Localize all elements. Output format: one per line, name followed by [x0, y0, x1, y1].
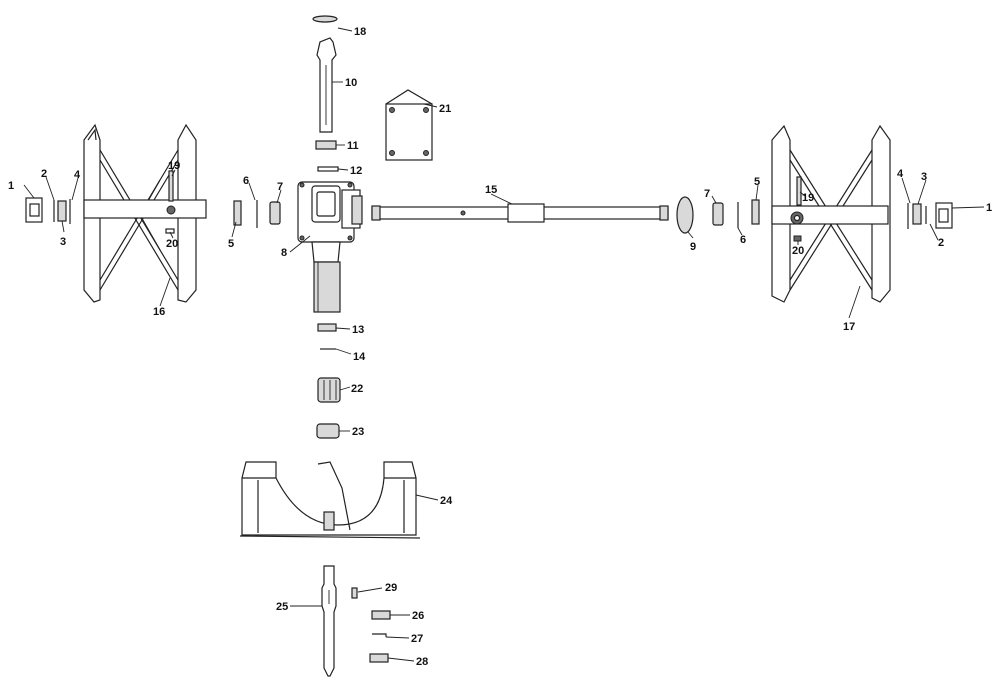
label-20-right: 20 [792, 245, 804, 257]
left-outer-parts [25, 197, 71, 224]
lower-pin [351, 587, 358, 599]
label-1-right: 1 [986, 202, 992, 214]
label-7-right: 7 [704, 188, 710, 200]
leader-lines [23, 27, 985, 662]
right-impeller-pin [793, 235, 802, 242]
mounting-plate [385, 89, 433, 161]
label-19-right: 19 [802, 192, 814, 204]
label-2-right: 2 [938, 237, 944, 249]
right-impeller-hub-bar [771, 205, 889, 225]
label-9: 9 [690, 241, 696, 253]
label-16: 16 [153, 306, 165, 318]
horizontal-shaft [371, 196, 694, 234]
label-22: 22 [351, 383, 363, 395]
label-20-left: 20 [166, 238, 178, 250]
left-bearing-7 [269, 201, 281, 225]
label-13: 13 [352, 324, 364, 336]
right-gearbox-parts [712, 199, 760, 228]
shaft-seal [676, 196, 694, 234]
right-impeller-bolt [796, 176, 802, 206]
lower-key-27 [372, 633, 387, 637]
right-impeller-assembly [771, 124, 891, 303]
left-gearbox-parts [233, 200, 281, 228]
right-outer-parts [907, 202, 953, 229]
label-23: 23 [352, 426, 364, 438]
label-15: 15 [485, 184, 497, 196]
gearbox-housing [297, 181, 363, 313]
left-impeller-bolt [168, 170, 174, 202]
label-6-left: 6 [243, 175, 249, 187]
label-28: 28 [416, 656, 428, 668]
label-8: 8 [281, 247, 287, 259]
label-29: 29 [385, 582, 397, 594]
left-impeller-hub-bar [83, 199, 207, 219]
label-25: 25 [276, 601, 288, 613]
vertical-shaft-upper [316, 37, 337, 133]
gear-sleeve [317, 377, 341, 403]
label-14: 14 [353, 351, 366, 363]
lower-bearing-26 [371, 610, 391, 620]
label-19-left: 19 [168, 160, 180, 172]
label-5-left: 5 [228, 238, 234, 250]
left-bearing [57, 200, 67, 222]
label-17: 17 [843, 321, 855, 333]
lower-vertical-shaft [321, 565, 337, 677]
label-24: 24 [440, 495, 453, 507]
label-11: 11 [347, 140, 359, 152]
seal-cap [312, 15, 338, 23]
upper-bearing [315, 140, 337, 150]
label-1-left: 1 [8, 180, 14, 192]
label-18: 18 [354, 26, 366, 38]
coupling [316, 423, 340, 439]
label-6-right: 6 [740, 234, 746, 246]
label-12: 12 [350, 165, 362, 177]
upper-key [317, 166, 339, 172]
label-5-right: 5 [754, 176, 760, 188]
lower-shaft-assembly [321, 565, 391, 677]
label-4-right: 4 [897, 168, 904, 180]
label-2-left: 2 [41, 168, 47, 180]
lower-bearing-28 [369, 653, 389, 663]
lower-bearing [317, 323, 337, 332]
blower-housing [239, 461, 421, 539]
left-impeller-assembly [83, 123, 207, 303]
label-3-left: 3 [60, 236, 66, 248]
label-10: 10 [345, 77, 357, 89]
label-26: 26 [412, 610, 424, 622]
gearbox-assembly [297, 15, 363, 439]
label-4-left: 4 [74, 169, 81, 181]
label-3-right: 3 [921, 171, 927, 183]
label-27: 27 [411, 633, 423, 645]
part-number-labels: 1 2 3 4 19 20 16 5 6 7 8 18 10 11 12 13 … [8, 26, 992, 668]
left-impeller-collar [166, 205, 176, 215]
label-7-left: 7 [277, 181, 283, 193]
label-21: 21 [439, 103, 451, 115]
